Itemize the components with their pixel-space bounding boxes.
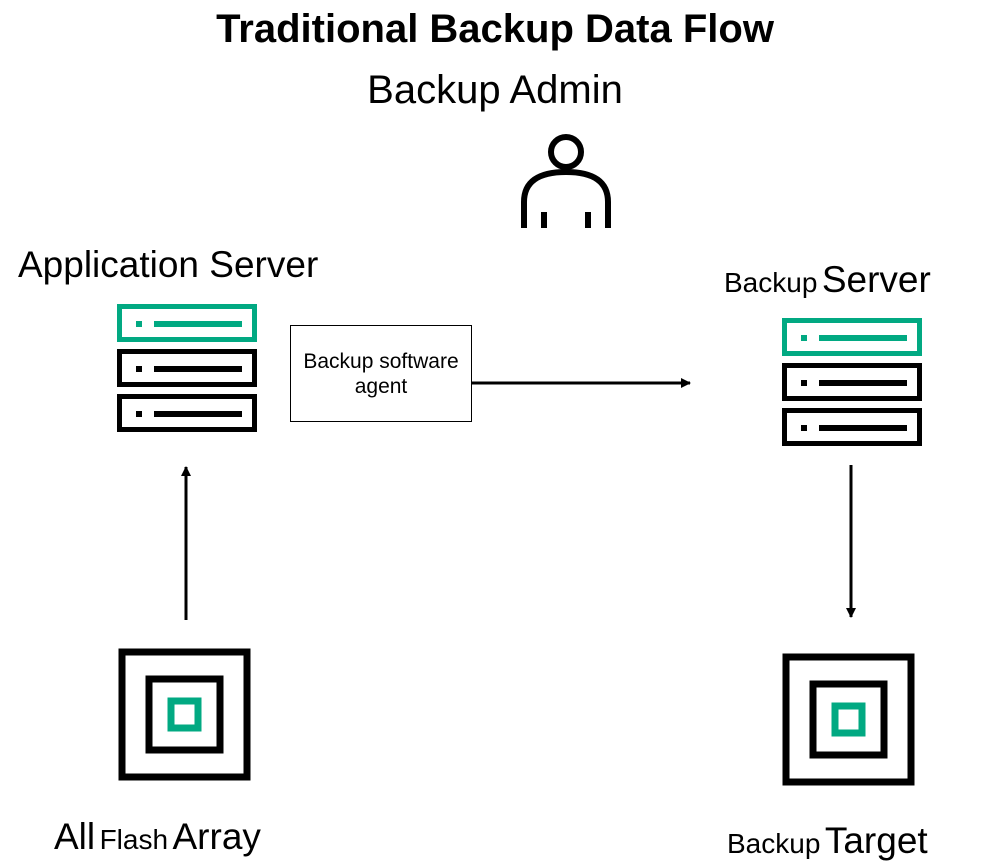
backup-target-label: Backup Target [727, 820, 928, 861]
application-server-label: Application Server [18, 244, 319, 285]
agent-label: Backup software agent [303, 349, 459, 398]
backup-server-label: Backup Server [724, 259, 931, 300]
storage-array-icon [782, 653, 915, 786]
storage-array-icon [118, 648, 251, 781]
all-flash-array-label: All Flash Array [54, 816, 261, 857]
diagram-title: Traditional Backup Data Flow [216, 7, 774, 51]
server-rack-icon [117, 298, 257, 432]
backup-software-agent-box: Backup software agent [290, 325, 472, 422]
backup-admin-label: Backup Admin [367, 68, 623, 112]
person-icon [521, 134, 611, 228]
server-rack-icon [782, 312, 922, 446]
